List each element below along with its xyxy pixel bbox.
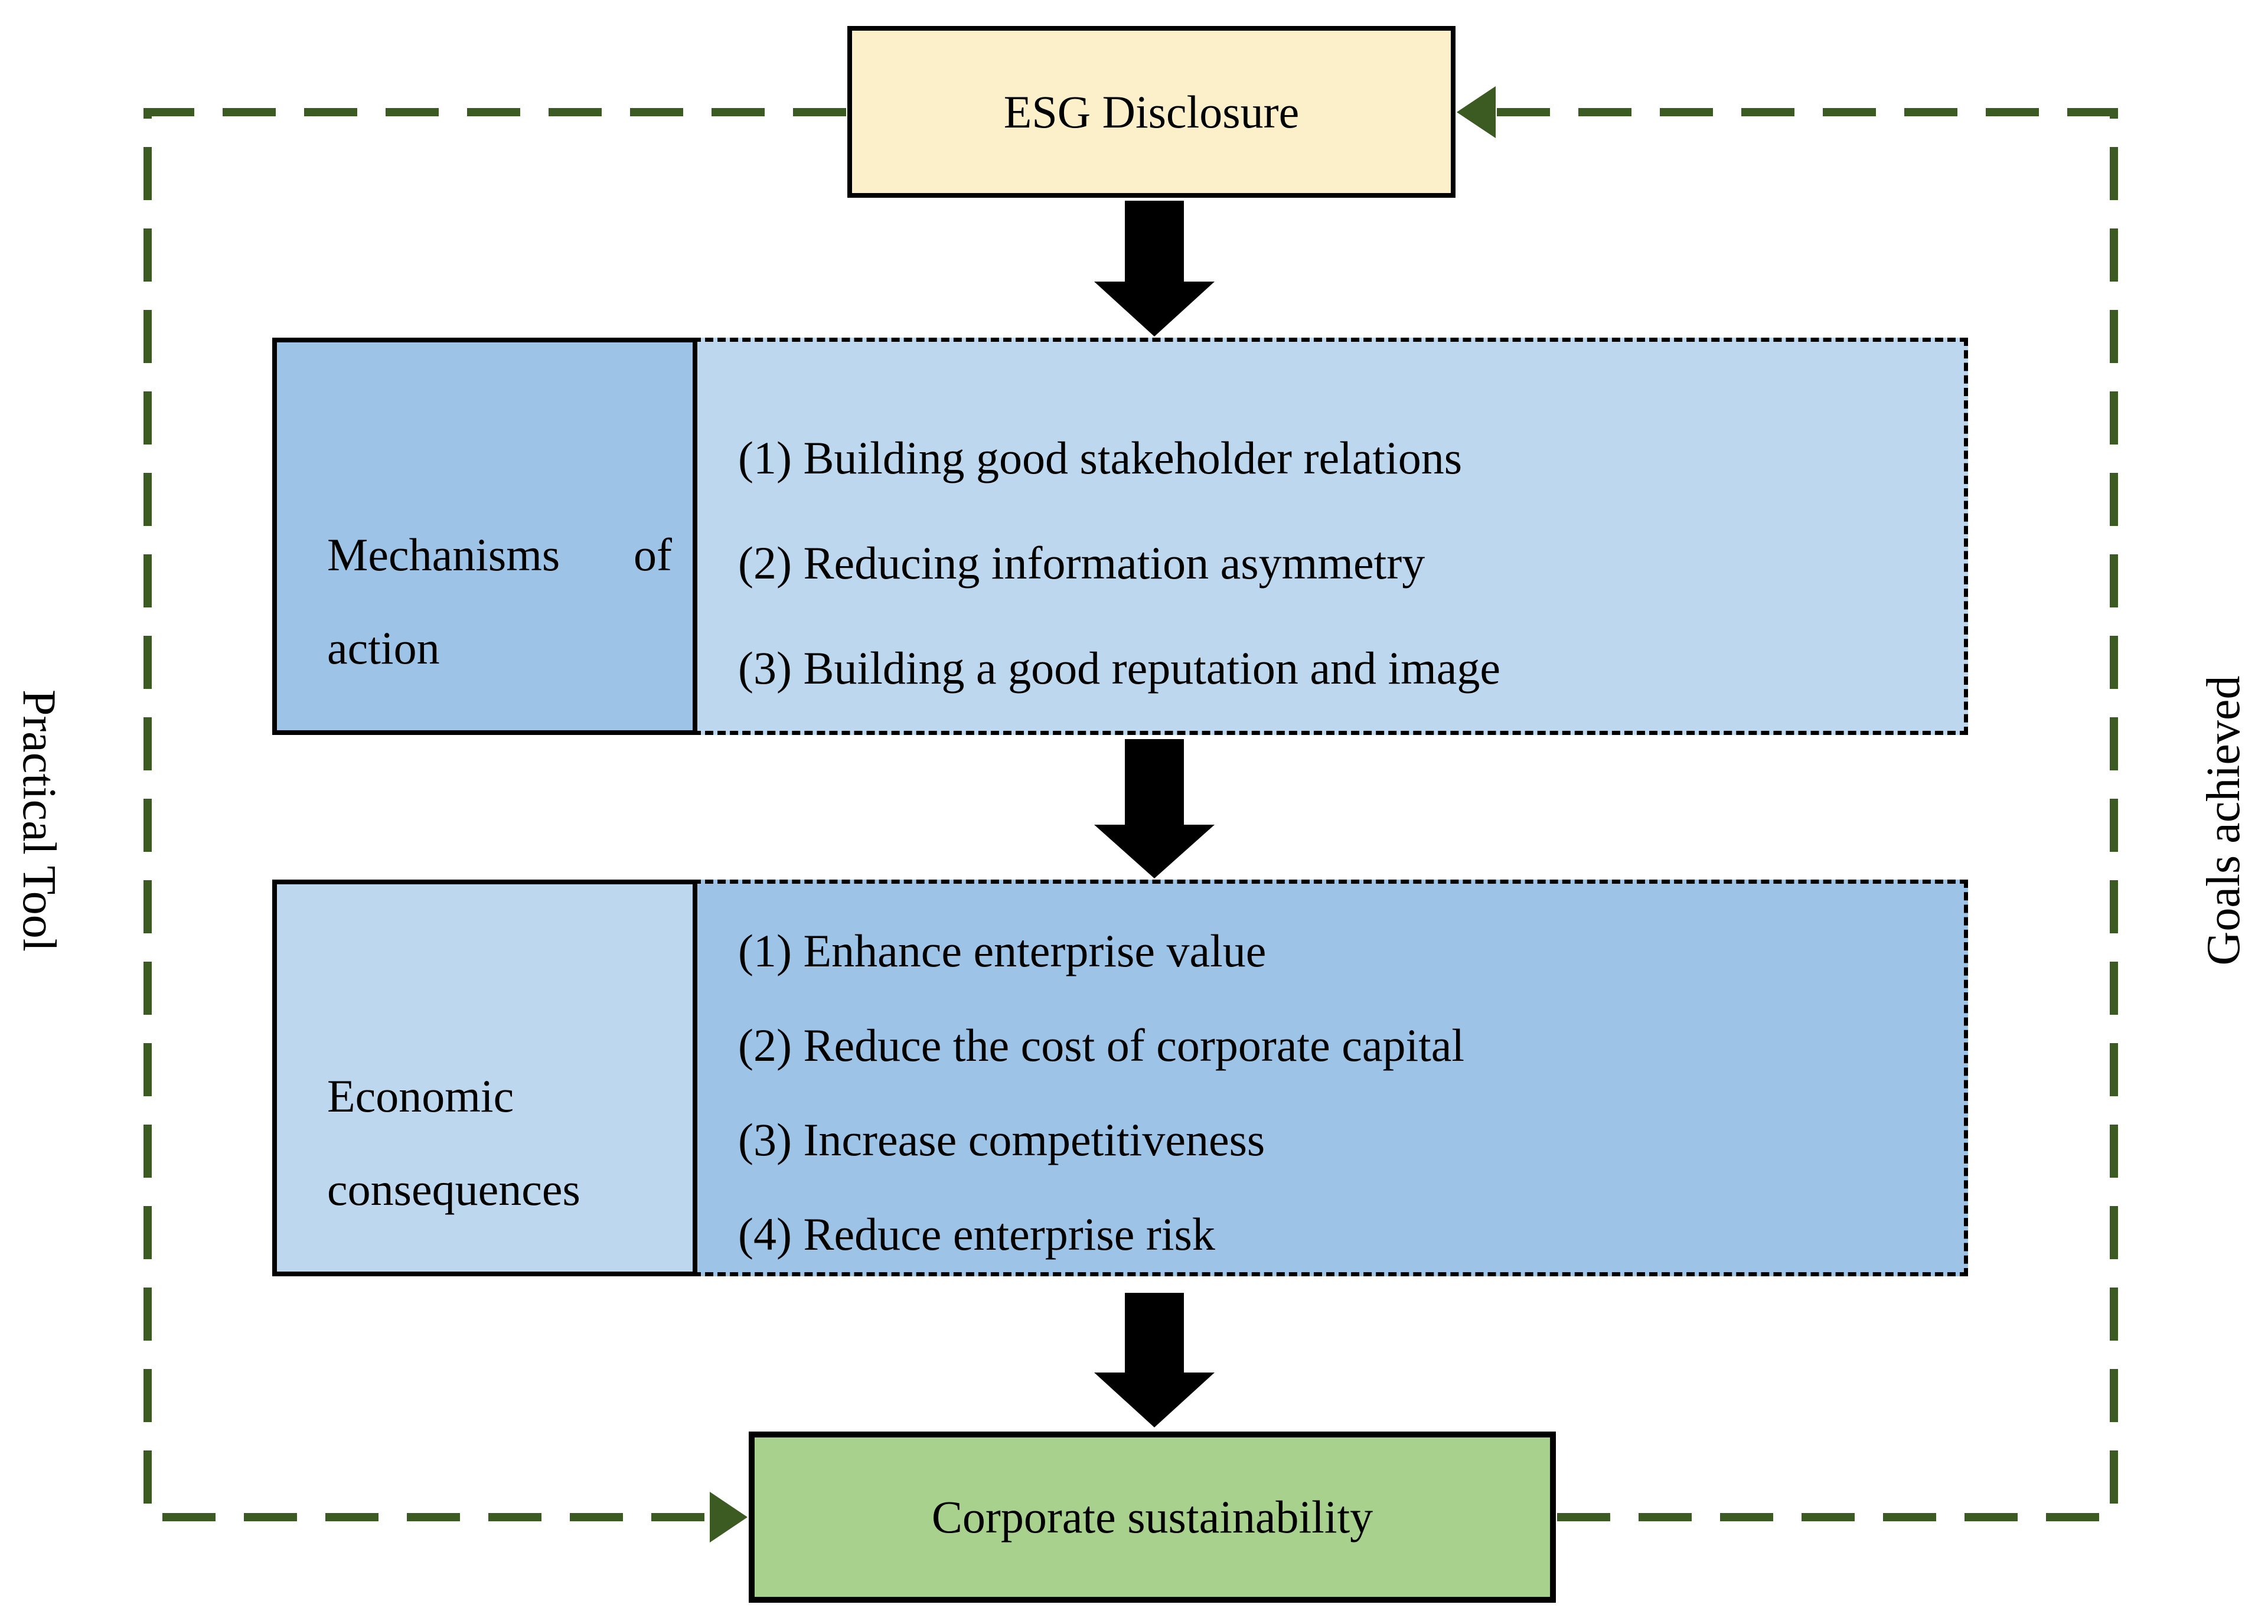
- mechanisms-item-3: (3) Building a good reputation and image: [738, 642, 1501, 694]
- esg-disclosure-label: ESG Disclosure: [1003, 86, 1300, 138]
- economic-item-2: (2) Reduce the cost of corporate capital: [738, 1020, 1465, 1071]
- economic-title-word-1: Economic: [327, 1070, 514, 1122]
- mechanisms-title-word-2: of: [634, 528, 672, 580]
- arrowhead-into-sustainability: [710, 1492, 748, 1543]
- flow-arrow-mechanisms-to-economic: [1094, 739, 1215, 878]
- practical-tool-dashed-path: [143, 108, 846, 1521]
- economic-item-1: (1) Enhance enterprise value: [738, 925, 1267, 976]
- mechanisms-item-1: (1) Building good stakeholder relations: [738, 432, 1463, 483]
- economic-item-4: (4) Reduce enterprise risk: [738, 1208, 1215, 1260]
- mechanisms-label-box: Mechanisms of action: [272, 338, 697, 735]
- esg-disclosure-box: ESG Disclosure: [847, 26, 1456, 198]
- economic-list-box: (1) Enhance enterprise value (2) Reduce …: [693, 880, 1968, 1276]
- mechanisms-list-box: (1) Building good stakeholder relations …: [693, 338, 1968, 735]
- corporate-sustainability-box: Corporate sustainability: [749, 1432, 1556, 1603]
- arrowhead-into-esg: [1457, 86, 1496, 138]
- goals-achieved-label: Goals achieved: [2197, 675, 2250, 966]
- economic-item-3: (3) Increase competitiveness: [738, 1114, 1265, 1165]
- corporate-sustainability-label: Corporate sustainability: [931, 1491, 1373, 1543]
- mechanisms-title-word-3: action: [327, 622, 440, 674]
- flow-arrow-esg-to-mechanisms: [1094, 201, 1215, 336]
- practical-tool-label: Practical Tool: [13, 690, 66, 952]
- mechanisms-item-2: (2) Reducing information asymmetry: [738, 537, 1425, 589]
- goals-achieved-dashed-path: [1495, 108, 2118, 1521]
- economic-label-box: Economic consequences: [272, 880, 697, 1276]
- economic-title-word-2: consequences: [327, 1164, 580, 1215]
- flow-arrow-economic-to-sustainability: [1094, 1293, 1215, 1427]
- mechanisms-title-word-1: Mechanisms: [327, 528, 560, 580]
